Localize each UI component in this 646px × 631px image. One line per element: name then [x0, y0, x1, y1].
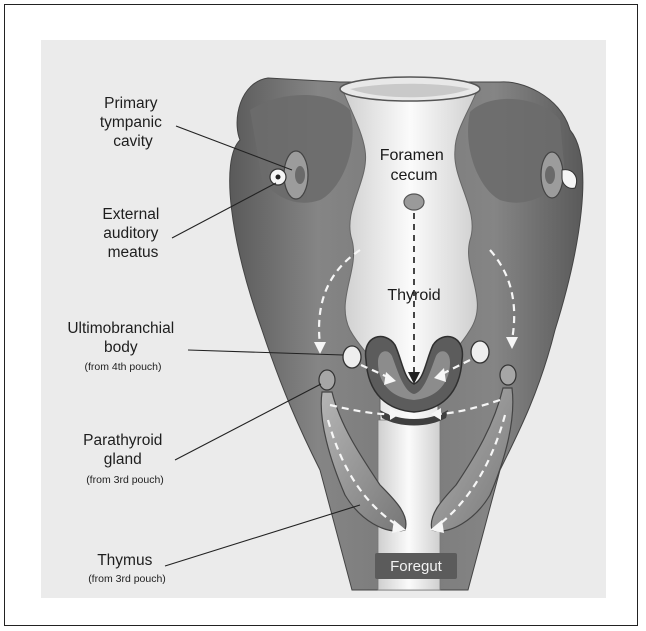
- ultimobranchial-body-right: [471, 341, 489, 363]
- thymus-label: Thymus (from 3rd pouch): [88, 552, 166, 585]
- parathyroid-gland-left: [319, 370, 335, 390]
- parathyroid-gland-right: [500, 365, 516, 385]
- primary-tympanic-cavity-label: Primary tympanic cavity: [100, 95, 166, 150]
- parathyroid-gland-label: Parathyroid gland (from 3rd pouch): [83, 432, 167, 486]
- ultimobranchial-body-left: [343, 346, 361, 368]
- external-auditory-meatus-label: External auditory meatus: [102, 206, 163, 261]
- foramen-cecum-marker: [404, 194, 424, 210]
- foregut-label: Foregut: [390, 558, 443, 575]
- thyroid-label: Thyroid: [387, 287, 440, 304]
- ultimobranchial-body-label: Ultimobranchial body (from 4th pouch): [67, 320, 178, 373]
